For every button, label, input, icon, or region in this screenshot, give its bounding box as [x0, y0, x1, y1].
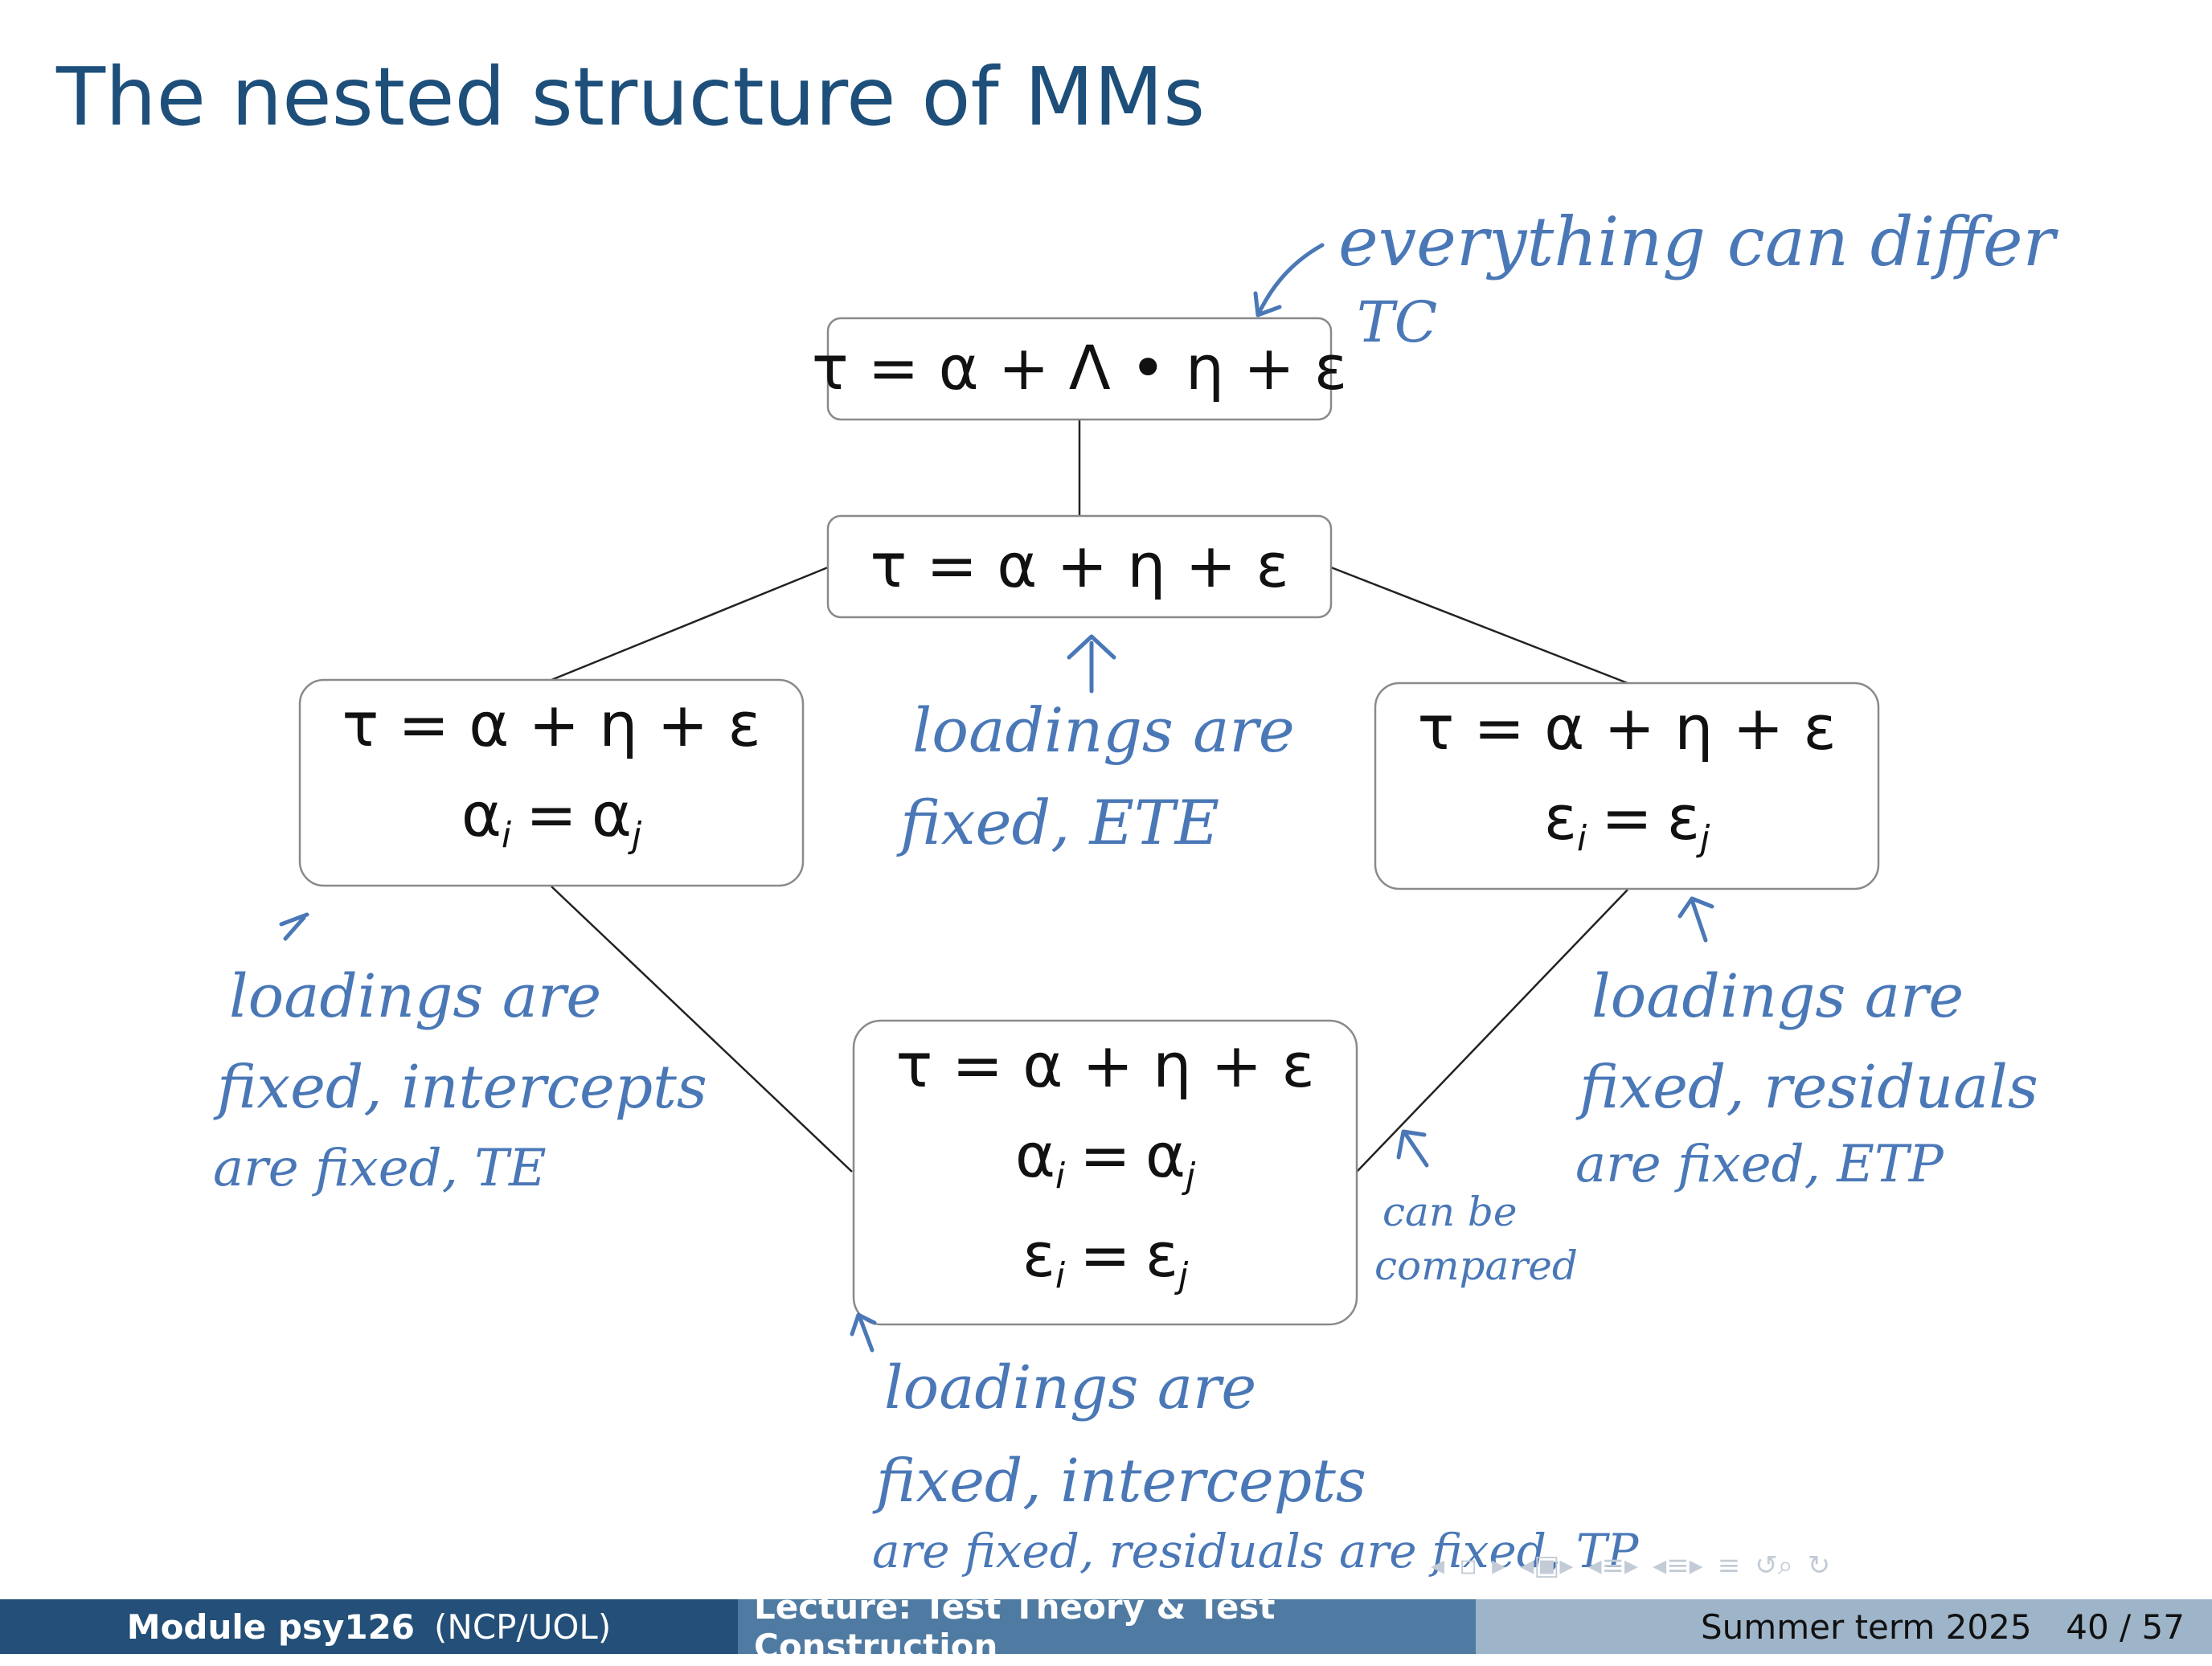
footer-lecture: Lecture: Test Theory & Test Construction: [738, 1587, 1476, 1666]
note-right-line2: fixed, residuals: [1575, 1053, 2038, 1122]
model-box-middle: τ = α + η + ε: [826, 514, 1333, 619]
note-left-line3: are fixed, TE: [213, 1139, 547, 1198]
search-icon[interactable]: ↺⌕: [1755, 1549, 1793, 1582]
ink-arrow-compare: [1396, 1129, 1429, 1168]
footer-page-number: 40 / 57: [2066, 1607, 2185, 1647]
note-middle-line1: loadings are: [912, 694, 1295, 766]
footer-module-name: Module psy126: [126, 1607, 416, 1647]
note-middle-line2: fixed, ETE: [896, 787, 1219, 858]
connector-left-bottom: [551, 886, 853, 1173]
ink-arrow-middle: [1067, 634, 1116, 694]
constraint-bottom-alpha: αi=αj: [1015, 1120, 1196, 1197]
ink-arrow-top: [1253, 243, 1325, 317]
toc-icon[interactable]: ◂≡▸: [1653, 1549, 1703, 1582]
ink-annotations: everything can differ TC loadings are fi…: [213, 203, 2059, 1578]
nested-models-diagram: τ = α + Λ • η + ε τ = α + η + ε τ = α + …: [213, 203, 2059, 1578]
note-bottom-line2: fixed, intercepts: [872, 1447, 1366, 1516]
note-left-line2: fixed, intercepts: [213, 1053, 707, 1122]
connector-right-bottom: [1356, 889, 1628, 1173]
equation-bottom: τ = α + η + ε: [895, 1029, 1314, 1101]
subsection-icon[interactable]: ◂≡▸: [1587, 1549, 1639, 1582]
constraint-right: εi=εj: [1544, 782, 1710, 859]
model-box-top: τ = α + Λ • η + ε: [812, 317, 1347, 421]
connector-middle-right: [1330, 566, 1628, 685]
ink-arrow-left: [279, 912, 309, 941]
slide-title: The nested structure of MMs: [56, 50, 1206, 144]
constraint-bottom-epsilon: εi=εj: [1022, 1219, 1189, 1296]
model-box-left: τ = α + η + ε αi=αj: [298, 678, 805, 887]
equation-right: τ = α + η + ε: [1417, 692, 1836, 763]
equation-top: τ = α + Λ • η + ε: [812, 332, 1347, 403]
model-box-bottom: τ = α + η + ε αi=αj εi=εj: [852, 1019, 1358, 1326]
connector-middle-left: [551, 566, 829, 682]
back-icon[interactable]: ≡: [1717, 1549, 1741, 1582]
ink-arrow-bottom: [850, 1312, 877, 1353]
beamer-navigation: ◂ ▫ ▸ ◂▣▸ ◂≡▸ ◂≡▸ ≡ ↺⌕ ↻: [1431, 1549, 1830, 1582]
slide-footer: Module psy126 (NCP/UOL) Lecture: Test Th…: [0, 1587, 2212, 1666]
footer-module: Module psy126 (NCP/UOL): [0, 1599, 738, 1654]
footer-term: Summer term 2025: [1701, 1607, 2032, 1647]
note-everything-can-differ: everything can differ: [1338, 203, 2059, 281]
section-icon[interactable]: ◂▣▸: [1520, 1549, 1574, 1582]
note-tc: TC: [1357, 289, 1437, 355]
frame-icon[interactable]: ▫: [1459, 1549, 1478, 1582]
note-right-line3: are fixed, ETP: [1575, 1135, 1944, 1194]
equation-middle: τ = α + η + ε: [870, 530, 1288, 601]
constraint-left: αi=αj: [461, 779, 642, 856]
footer-term-page: Summer term 2025 40 / 57: [1476, 1599, 2212, 1654]
equation-left: τ = α + η + ε: [342, 689, 760, 760]
note-left-line1: loadings are: [229, 962, 601, 1031]
nav-next-icon[interactable]: ▸: [1492, 1549, 1506, 1582]
model-box-right: τ = α + η + ε εi=εj: [1374, 682, 1880, 890]
forward-icon[interactable]: ↻: [1807, 1549, 1831, 1582]
ink-arrow-right: [1677, 896, 1714, 943]
note-bottom-line3: are fixed, residuals are fixed, TP: [872, 1524, 1639, 1578]
note-compare-line1: can be: [1382, 1189, 1518, 1235]
note-bottom-line1: loadings are: [884, 1353, 1256, 1422]
nav-prev-icon[interactable]: ◂: [1431, 1549, 1445, 1582]
note-compare-line2: compared: [1374, 1242, 1578, 1289]
note-right-line1: loadings are: [1591, 962, 1964, 1031]
footer-org: (NCP/UOL): [434, 1607, 612, 1647]
